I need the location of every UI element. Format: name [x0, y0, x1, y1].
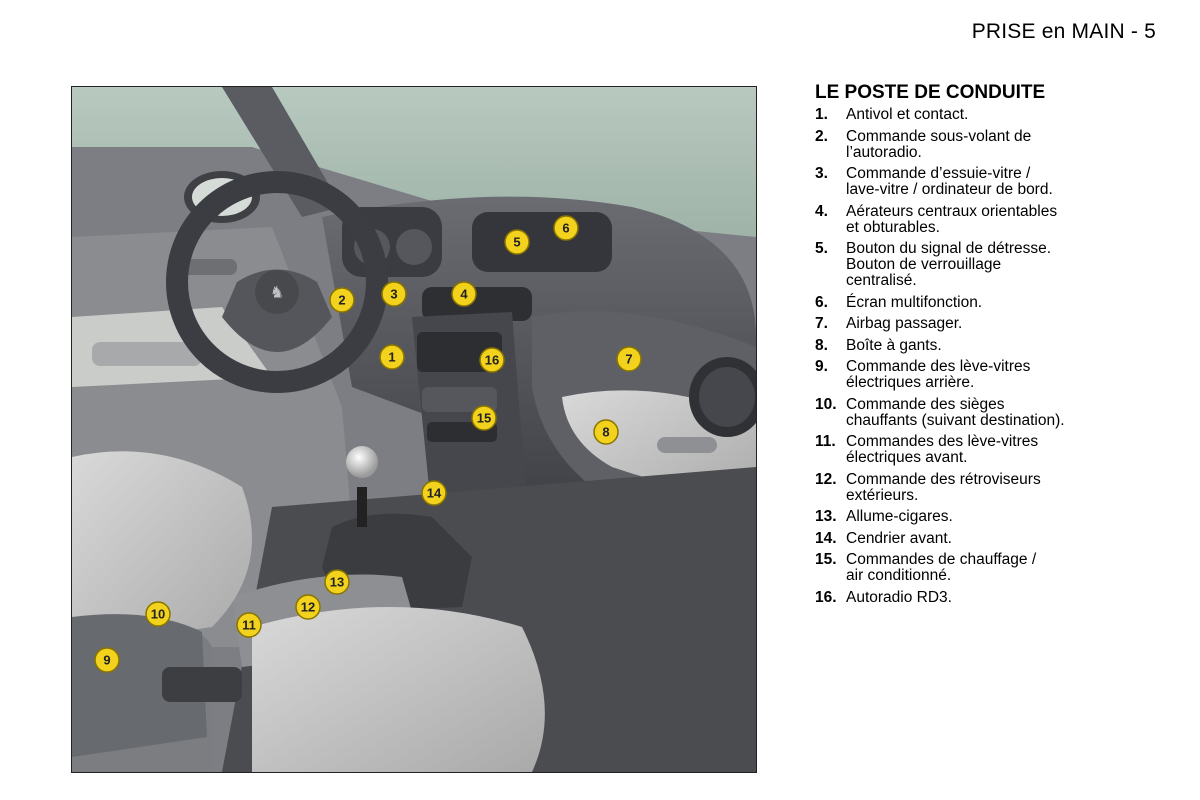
callout-9: 9 [94, 647, 120, 673]
dashboard-illustration: ♞ 1 2 3 4 5 6 7 8 9 10 11 12 13 14 15 16 [71, 86, 757, 773]
callout-13: 13 [324, 569, 350, 595]
legend-item: 8. Boîte à gants. [815, 336, 1175, 354]
callout-10: 10 [145, 601, 171, 627]
legend-item-number: 4. [815, 202, 828, 220]
legend-item: 9. Commande des lève-vitres électriques a… [815, 359, 1175, 391]
legend-item: 1. Antivol et contact. [815, 107, 1175, 123]
legend-item-text: Commande sous-volant de l’autoradio. [846, 127, 1032, 161]
legend-item-text: Aérateurs centraux orientables et obtura… [846, 202, 1058, 236]
legend-item: 2. Commande sous-volant de l’autoradio. [815, 127, 1175, 161]
svg-text:10: 10 [151, 607, 165, 622]
legend-item: 3. Commande d’essuie-vitre / lave-vitre /… [815, 166, 1175, 198]
svg-text:15: 15 [477, 411, 491, 426]
legend-item: 6. Écran multifonction. [815, 293, 1175, 311]
legend-item-text: Antivol et contact. [846, 106, 969, 123]
legend-item-number: 3. [815, 165, 828, 182]
svg-text:1: 1 [388, 350, 395, 365]
legend-item-number: 16. [815, 588, 837, 606]
legend-item-text: Allume-cigares. [846, 508, 953, 525]
svg-text:2: 2 [338, 293, 345, 308]
legend-item: 11. Commandes des lève-vitres électriques… [815, 434, 1175, 466]
legend-item: 15. Commandes de chauffage / air conditio… [815, 552, 1175, 584]
legend-item-number: 11. [815, 433, 836, 450]
svg-text:8: 8 [602, 425, 609, 440]
legend-item-number: 12. [815, 470, 837, 488]
callout-15: 15 [471, 405, 497, 431]
legend-item-text: Commande d’essuie-vitre / lave-vitre / o… [846, 165, 1053, 198]
legend-item-number: 15. [815, 551, 837, 568]
svg-text:3: 3 [390, 287, 397, 302]
legend-item-number: 14. [815, 529, 837, 547]
legend-item: 16. Autoradio RD3. [815, 588, 1175, 606]
legend-item: 10. Commande des sièges chauffants (suiva… [815, 395, 1175, 429]
legend-item: 7. Airbag passager. [815, 316, 1175, 332]
callout-16: 16 [479, 347, 505, 373]
callout-8: 8 [593, 419, 619, 445]
legend-item-text: Autoradio RD3. [846, 588, 952, 606]
legend-item: 13. Allume-cigares. [815, 509, 1175, 525]
callout-14: 14 [421, 480, 447, 506]
legend-item-text: Commande des lève-vitres électriques arr… [846, 358, 1031, 391]
callout-3: 3 [381, 281, 407, 307]
legend-item-number: 2. [815, 127, 828, 145]
callout-6: 6 [553, 215, 579, 241]
callout-7: 7 [616, 346, 642, 372]
legend-item-number: 7. [815, 315, 828, 332]
callout-11: 11 [236, 612, 262, 638]
legend-item-number: 6. [815, 293, 828, 311]
legend-item: 5. Bouton du signal de détresse. Bouton d… [815, 241, 1175, 289]
svg-text:6: 6 [562, 221, 569, 236]
svg-text:4: 4 [460, 287, 468, 302]
svg-text:16: 16 [485, 353, 499, 368]
legend-item-number: 5. [815, 240, 828, 257]
legend-item-text: Airbag passager. [846, 315, 963, 332]
legend-item-text: Boîte à gants. [846, 336, 942, 354]
svg-text:13: 13 [330, 575, 344, 590]
callout-5: 5 [504, 229, 530, 255]
svg-text:12: 12 [301, 600, 315, 615]
legend-item-text: Commande des sièges chauffants (suivant … [846, 395, 1065, 429]
legend-item-number: 9. [815, 358, 828, 375]
section-title: LE POSTE DE CONDUITE [815, 82, 1046, 103]
callout-1: 1 [379, 344, 405, 370]
legend-item-number: 8. [815, 336, 828, 354]
callout-12: 12 [295, 594, 321, 620]
svg-text:11: 11 [242, 618, 256, 633]
legend-item-text: Commandes des lève-vitres électriques av… [846, 433, 1039, 466]
legend-item: 4. Aérateurs centraux orientables et obtu… [815, 202, 1175, 236]
legend-item-number: 13. [815, 508, 837, 525]
legend-list: 1. Antivol et contact. 2. Commande sous-vol… [815, 107, 1175, 611]
svg-text:7: 7 [625, 352, 632, 367]
svg-text:♞: ♞ [270, 283, 284, 302]
legend-item-text: Cendrier avant. [846, 529, 952, 547]
page-header: PRISE en MAIN - 5 [971, 20, 1156, 43]
callout-2: 2 [329, 287, 355, 313]
callout-4: 4 [451, 281, 477, 307]
svg-text:5: 5 [513, 235, 520, 250]
legend-item-text: Écran multifonction. [846, 293, 983, 311]
svg-text:9: 9 [103, 653, 110, 668]
legend-item-text: Bouton du signal de détresse. Bouton de … [846, 240, 1052, 289]
legend-item-number: 10. [815, 395, 837, 413]
legend-item: 14. Cendrier avant. [815, 529, 1175, 547]
legend-item: 12. Commande des rétroviseurs extérieurs. [815, 470, 1175, 504]
legend-item-text: Commande des rétroviseurs extérieurs. [846, 470, 1041, 504]
legend-item-text: Commandes de chauffage / air conditionné… [846, 551, 1037, 584]
legend-item-number: 1. [815, 106, 828, 123]
svg-text:14: 14 [427, 486, 442, 501]
